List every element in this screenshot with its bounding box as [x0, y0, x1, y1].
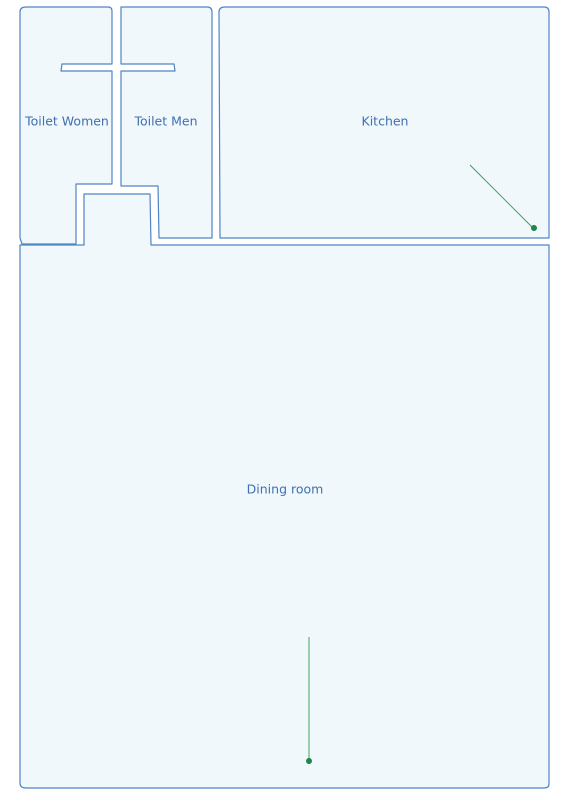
room-toilet-men[interactable]: Toilet Men: [120, 6, 213, 239]
kitchen-marker-dot[interactable]: [531, 225, 537, 231]
room-dining-room[interactable]: Dining room: [19, 193, 550, 789]
room-toilet-women[interactable]: Toilet Women: [19, 6, 113, 245]
kitchen-pointer-line: [469, 164, 534, 229]
room-label-dining-room: Dining room: [247, 482, 324, 497]
room-label-toilet-women: Toilet Women: [24, 114, 109, 129]
room-label-toilet-men: Toilet Men: [133, 114, 197, 129]
room-kitchen[interactable]: Kitchen: [218, 6, 550, 239]
room-label-kitchen: Kitchen: [362, 114, 409, 129]
dining-marker-dot[interactable]: [306, 758, 312, 764]
